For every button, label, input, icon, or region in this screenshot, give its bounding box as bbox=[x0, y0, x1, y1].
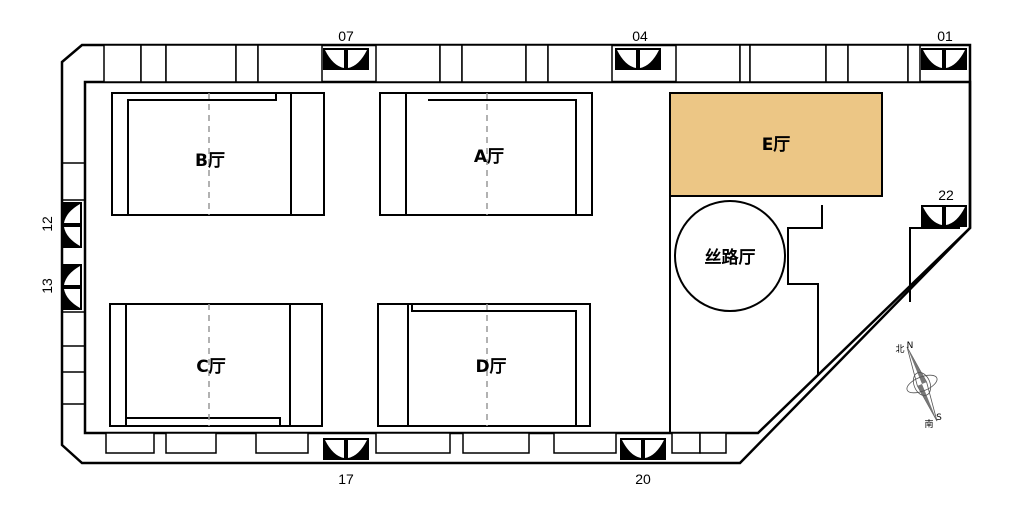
compass-icon bbox=[906, 346, 938, 422]
door-17-label: 17 bbox=[338, 471, 354, 487]
door-13-label: 13 bbox=[39, 278, 55, 294]
door-07-label: 07 bbox=[338, 28, 354, 44]
door-01-icon[interactable] bbox=[921, 48, 967, 70]
hall-a[interactable] bbox=[379, 92, 593, 216]
hall-d[interactable] bbox=[377, 303, 591, 427]
compass-south-cn: 南 bbox=[924, 418, 933, 430]
east-partitions bbox=[669, 196, 960, 433]
hall-b[interactable] bbox=[111, 92, 325, 216]
door-22-label: 22 bbox=[938, 187, 954, 203]
hall-b-label: B厅 bbox=[195, 151, 225, 171]
door-13-icon[interactable] bbox=[62, 264, 82, 310]
door-20-label: 20 bbox=[635, 471, 651, 487]
hall-c-label: C厅 bbox=[196, 357, 225, 377]
hall-silk-road-label: 丝路厅 bbox=[705, 247, 756, 268]
door-12-icon[interactable] bbox=[62, 202, 82, 248]
hall-e-label: E厅 bbox=[762, 135, 791, 155]
hall-d-label: D厅 bbox=[475, 357, 506, 377]
compass-north-en: N bbox=[907, 341, 914, 351]
hall-e[interactable] bbox=[669, 92, 883, 197]
hall-a-label: A厅 bbox=[474, 147, 504, 167]
hall-silk-road[interactable] bbox=[674, 200, 786, 312]
hall-c[interactable] bbox=[109, 303, 323, 427]
bottom-booth-row bbox=[105, 432, 727, 454]
door-12-label: 12 bbox=[39, 216, 55, 232]
compass-south-en: S bbox=[936, 413, 942, 423]
door-04-icon[interactable] bbox=[615, 48, 661, 70]
outer-wall bbox=[60, 43, 972, 465]
compass-north-cn: 北 bbox=[895, 344, 904, 355]
door-22-icon[interactable] bbox=[921, 205, 967, 227]
door-17-icon[interactable] bbox=[323, 438, 369, 460]
door-04-label: 04 bbox=[632, 28, 648, 44]
door-07-icon[interactable] bbox=[323, 48, 369, 70]
door-01-label: 01 bbox=[937, 28, 953, 44]
top-booth-row bbox=[103, 44, 921, 83]
door-20-icon[interactable] bbox=[620, 438, 666, 460]
left-booth-column bbox=[62, 162, 85, 405]
